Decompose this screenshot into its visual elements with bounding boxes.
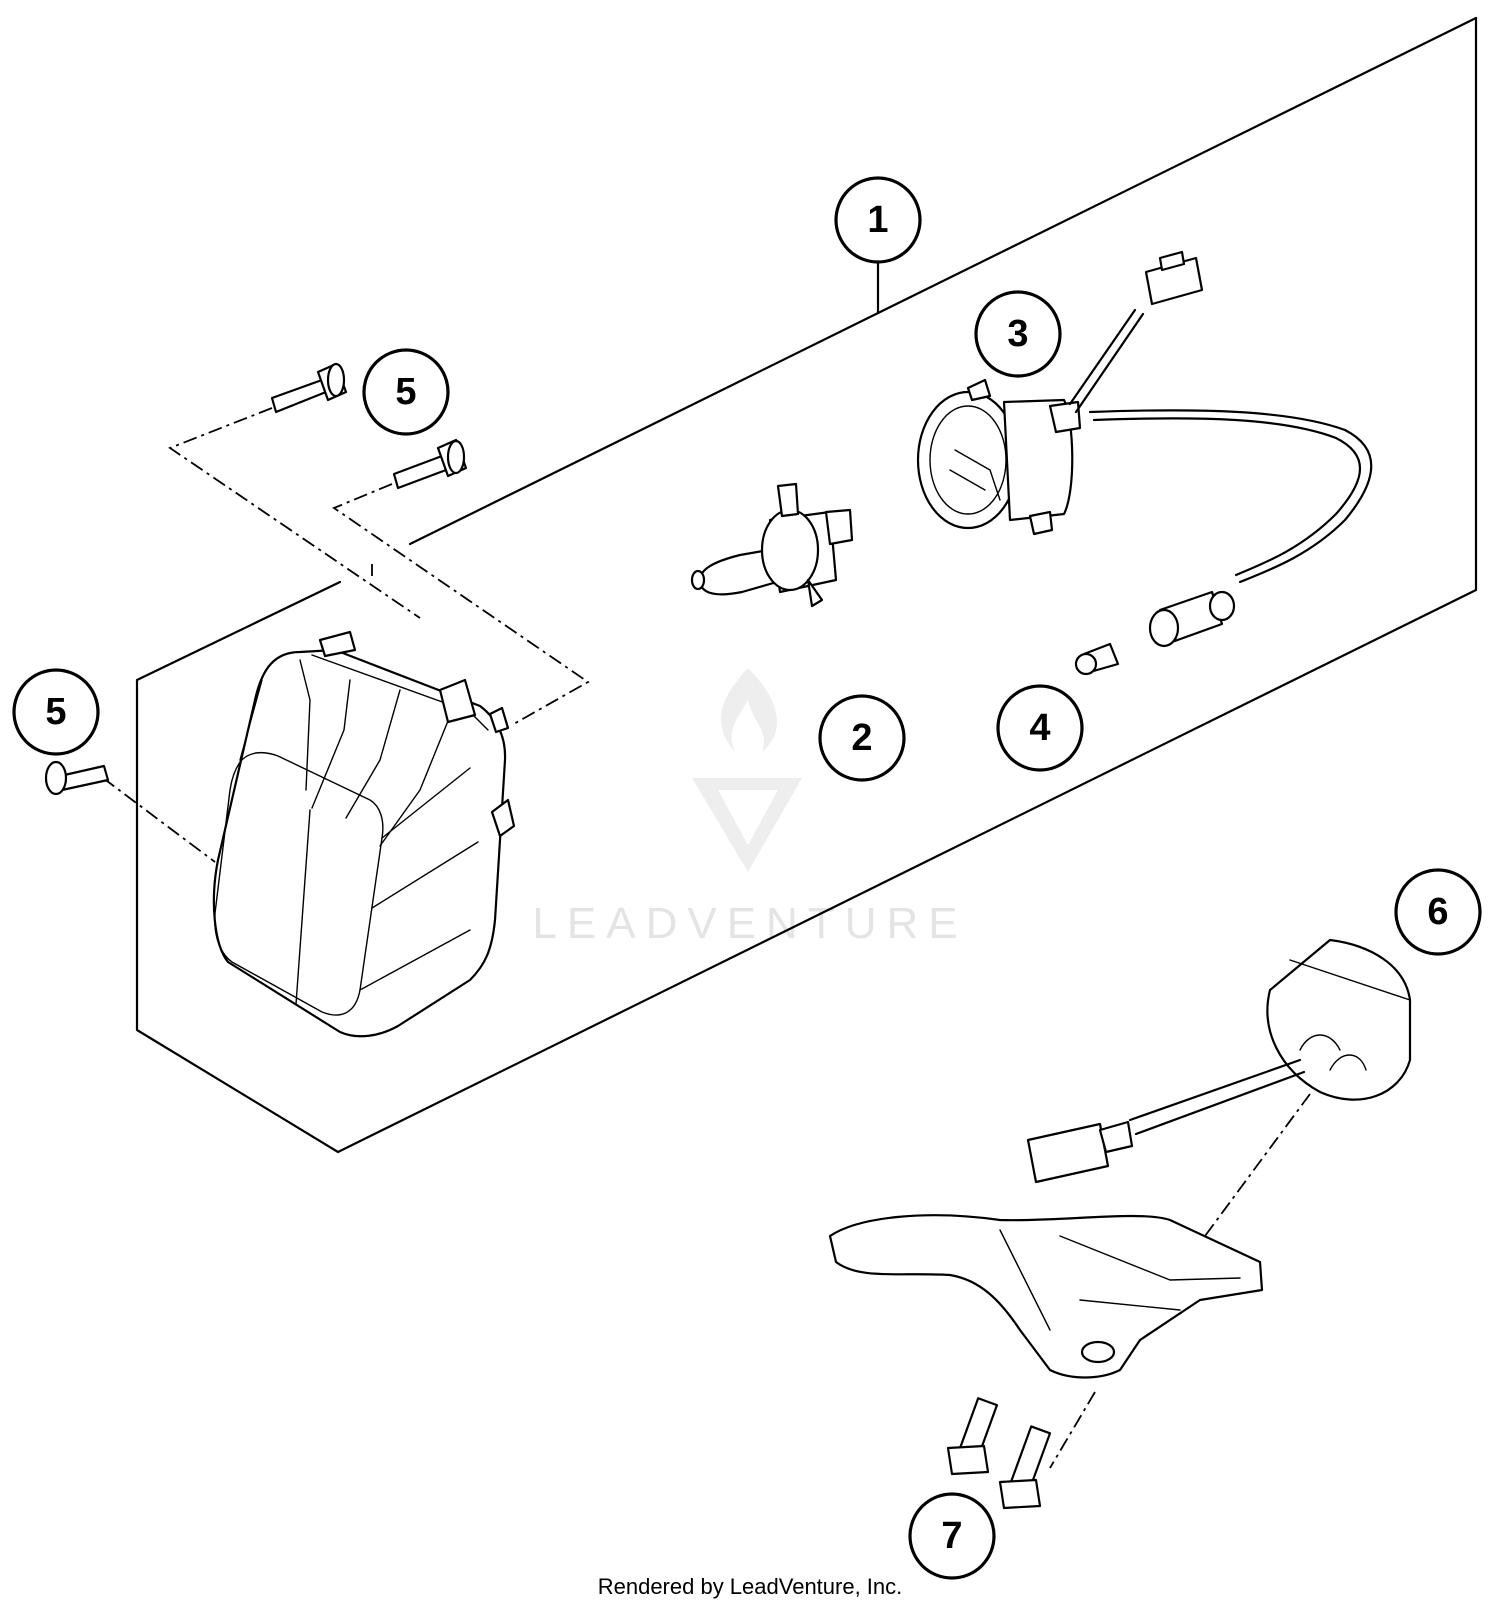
callout-2: 2 <box>818 694 906 782</box>
watermark-text: LEADVENTURE <box>532 899 967 948</box>
flame-watermark-icon <box>720 668 777 752</box>
svg-text:6: 6 <box>1427 891 1448 933</box>
bracket-screw-2 <box>998 1425 1052 1510</box>
screw-top-2 <box>392 438 468 490</box>
svg-text:3: 3 <box>1007 313 1028 355</box>
bracket-screw-1 <box>946 1397 999 1476</box>
watermark: LEADVENTURE <box>532 668 967 948</box>
headlight-bulb <box>690 482 854 608</box>
screw-left <box>44 760 110 796</box>
callout-5-left: 5 <box>12 668 100 756</box>
svg-text:7: 7 <box>941 1515 962 1557</box>
socket-wiring <box>1068 250 1373 584</box>
light-bracket <box>828 1214 1264 1379</box>
screw-leader-lines <box>102 407 1311 1469</box>
headlight-kit-outline <box>135 16 1478 1154</box>
svg-text:2: 2 <box>851 717 872 759</box>
headlight-housing <box>212 630 516 1038</box>
callout-1: 1 <box>834 176 922 264</box>
pilot-lamp-bulb <box>1074 642 1120 676</box>
footer-credit: Rendered by LeadVenture, Inc. <box>597 1574 903 1599</box>
screw-top-1 <box>270 362 348 414</box>
callout-4: 4 <box>996 684 1084 772</box>
svg-text:4: 4 <box>1029 707 1050 749</box>
callout-3: 3 <box>974 290 1062 378</box>
led-position-light <box>1026 938 1412 1184</box>
svg-text:5: 5 <box>45 691 66 733</box>
callout-6: 6 <box>1394 868 1482 956</box>
v-watermark-icon <box>692 778 802 872</box>
callout-5-top: 5 <box>362 348 450 436</box>
bulb-socket <box>916 378 1082 536</box>
callout-7: 7 <box>908 1492 996 1580</box>
svg-text:1: 1 <box>867 199 888 241</box>
svg-text:5: 5 <box>395 371 416 413</box>
pilot-lamp-socket <box>1148 590 1236 648</box>
